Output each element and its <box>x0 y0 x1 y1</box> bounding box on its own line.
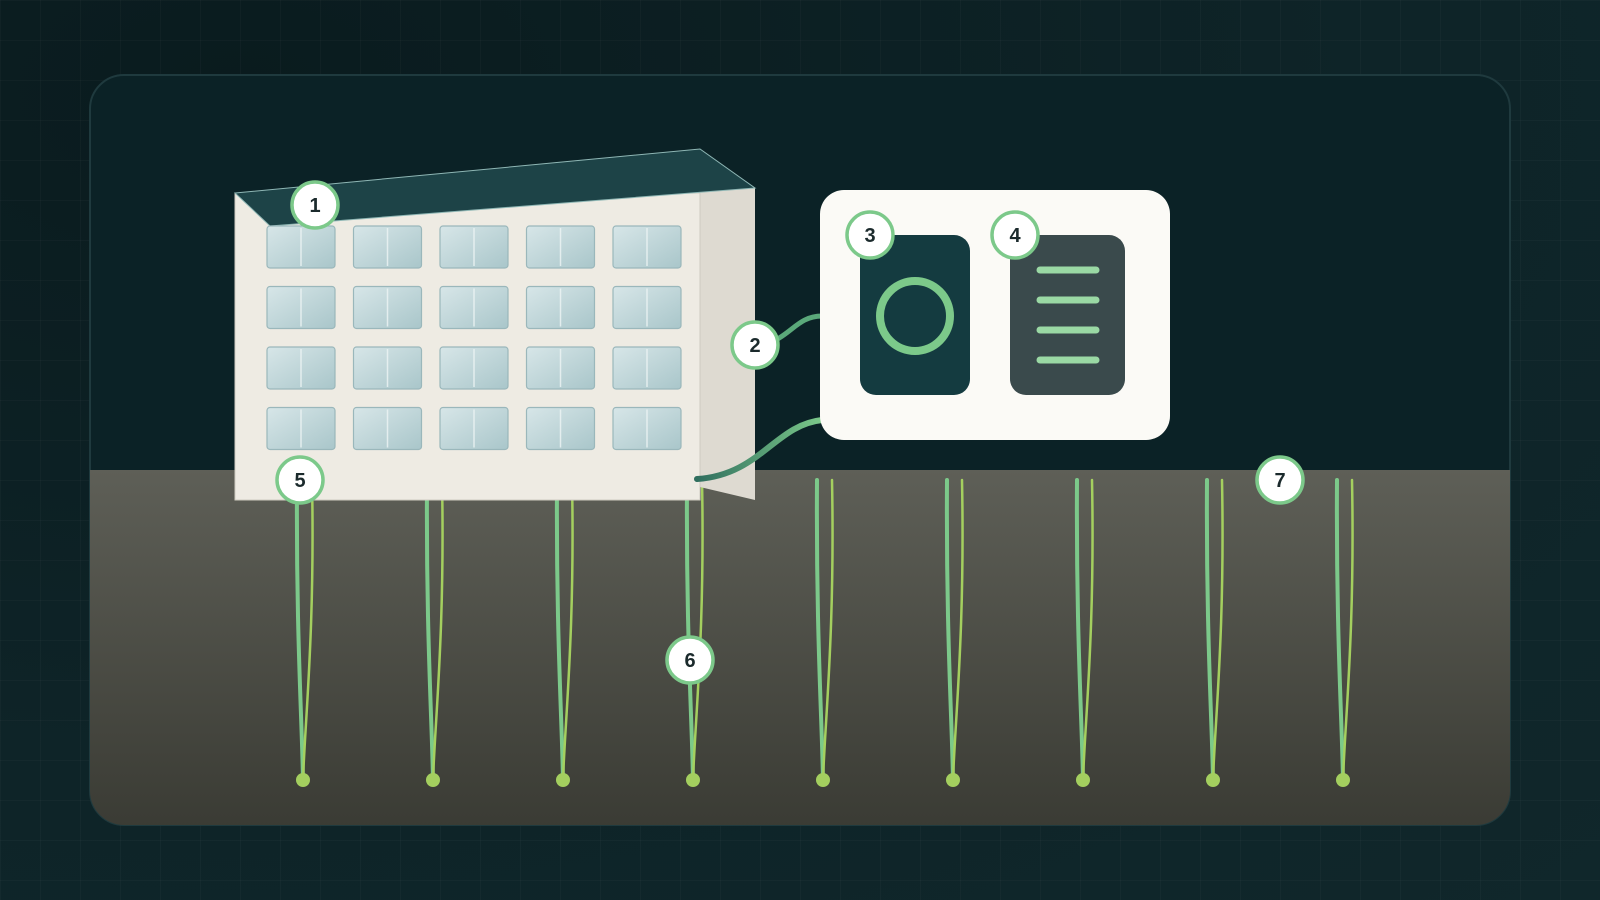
building-window <box>525 406 596 451</box>
building-window <box>266 225 336 269</box>
building <box>233 148 757 501</box>
plant-room-callout <box>820 190 1170 440</box>
badge-number: 7 <box>1274 470 1285 492</box>
borehole-probe <box>424 478 444 787</box>
building-window <box>525 346 596 390</box>
stacked-lines-icon <box>1036 266 1100 364</box>
building-window <box>439 406 509 451</box>
heat-pump-unit <box>860 235 970 395</box>
building-window <box>352 346 423 390</box>
number-badges: 1 2 3 4 5 6 7 <box>275 180 1305 685</box>
building-window <box>439 346 509 390</box>
building-window <box>525 225 596 269</box>
building-window <box>352 406 423 451</box>
badge-1: 1 <box>290 180 340 230</box>
building-window <box>266 406 336 451</box>
borehole-probe <box>1334 478 1354 787</box>
building-window <box>612 225 682 269</box>
building-window <box>266 285 336 330</box>
badge-3: 3 <box>845 210 895 260</box>
badge-7: 7 <box>1255 455 1305 505</box>
ring-icon <box>876 277 954 355</box>
badge-6: 6 <box>665 635 715 685</box>
building-roof <box>233 148 757 227</box>
badge-2: 2 <box>730 320 780 370</box>
badge-number: 3 <box>864 225 875 247</box>
building-window <box>439 285 509 330</box>
badge-number: 4 <box>1009 225 1021 247</box>
building-window <box>266 346 336 390</box>
supply-pipe <box>694 417 825 482</box>
building-window <box>612 346 682 390</box>
borehole-probe <box>944 478 964 787</box>
building-window <box>525 285 596 330</box>
borehole-probe <box>814 478 834 787</box>
building-window <box>439 225 509 269</box>
borehole-probe <box>1074 478 1094 787</box>
badge-4: 4 <box>990 210 1040 260</box>
building-window <box>352 285 423 330</box>
building-window <box>612 406 682 451</box>
building-window <box>352 225 423 269</box>
badge-5: 5 <box>275 455 325 505</box>
badge-number: 1 <box>309 195 320 217</box>
badge-number: 5 <box>294 470 305 492</box>
badge-number: 6 <box>684 650 695 672</box>
building-window <box>612 285 682 330</box>
borehole-probe <box>1204 478 1224 787</box>
building-windows <box>266 225 682 451</box>
badge-number: 2 <box>749 335 760 357</box>
building-side-wall <box>700 188 755 500</box>
ground <box>90 470 1510 825</box>
borehole-probe <box>554 478 574 787</box>
buffer-tank <box>1010 235 1125 395</box>
borehole-probe <box>294 478 314 787</box>
